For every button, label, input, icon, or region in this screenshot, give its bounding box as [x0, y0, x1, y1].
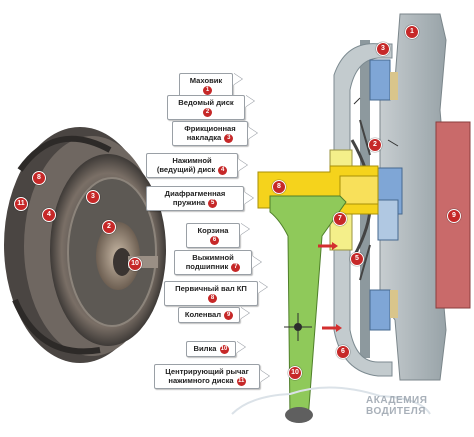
label-number-badge: 7: [231, 262, 241, 272]
callout-photo: 2: [102, 220, 116, 234]
watermark-car-outline: [231, 386, 431, 415]
callout-photo: 11: [14, 197, 28, 211]
callout-section: 9: [447, 209, 461, 223]
label-number-badge: 3: [224, 133, 234, 143]
label-number-badge: 2: [203, 107, 212, 117]
label-arrow: [252, 256, 261, 268]
label-arrow: [248, 127, 257, 139]
label-arrow: [244, 192, 253, 204]
callout-photo: 4: [42, 208, 56, 222]
callout-photo: 10: [128, 257, 142, 271]
label-number-badge: 6: [210, 235, 219, 245]
label-input-shaft: Первичный вал КП8: [164, 281, 258, 306]
callout-section: 7: [333, 212, 347, 226]
label-number-badge: 5: [208, 198, 218, 208]
label-number-badge: 1: [203, 85, 212, 95]
callout-section: 8: [272, 180, 286, 194]
label-arrow: [238, 159, 247, 171]
label-arrow: [240, 307, 249, 319]
label-basket: Корзина6: [186, 223, 240, 248]
label-arrow: [258, 281, 267, 293]
label-driven-disc: Ведомый диск2: [167, 95, 245, 120]
callout-section: 5: [350, 252, 364, 266]
label-number-badge: 8: [208, 293, 217, 303]
label-arrow: [245, 95, 254, 107]
label-arrow: [260, 370, 269, 382]
callout-section: 3: [376, 42, 390, 56]
callout-section: 10: [288, 366, 302, 380]
label-arrow: [236, 341, 245, 353]
callout-photo: 3: [86, 190, 100, 204]
label-number-badge: 11: [236, 376, 246, 386]
label-arrow: [240, 223, 249, 235]
clutch-photo: [4, 127, 166, 363]
label-number-badge: 4: [218, 165, 228, 175]
callout-section: 1: [405, 25, 419, 39]
label-flywheel: Маховик1: [179, 73, 233, 98]
label-arrow: [233, 73, 242, 85]
callout-section: 2: [368, 138, 382, 152]
watermark: АКАДЕМИЯ ВОДИТЕЛЯ: [366, 395, 428, 417]
cross-section: [257, 13, 471, 423]
callout-section: 6: [336, 345, 350, 359]
callout-photo: 8: [32, 171, 46, 185]
label-number-badge: 9: [224, 310, 234, 320]
label-number-badge: 10: [219, 344, 229, 354]
